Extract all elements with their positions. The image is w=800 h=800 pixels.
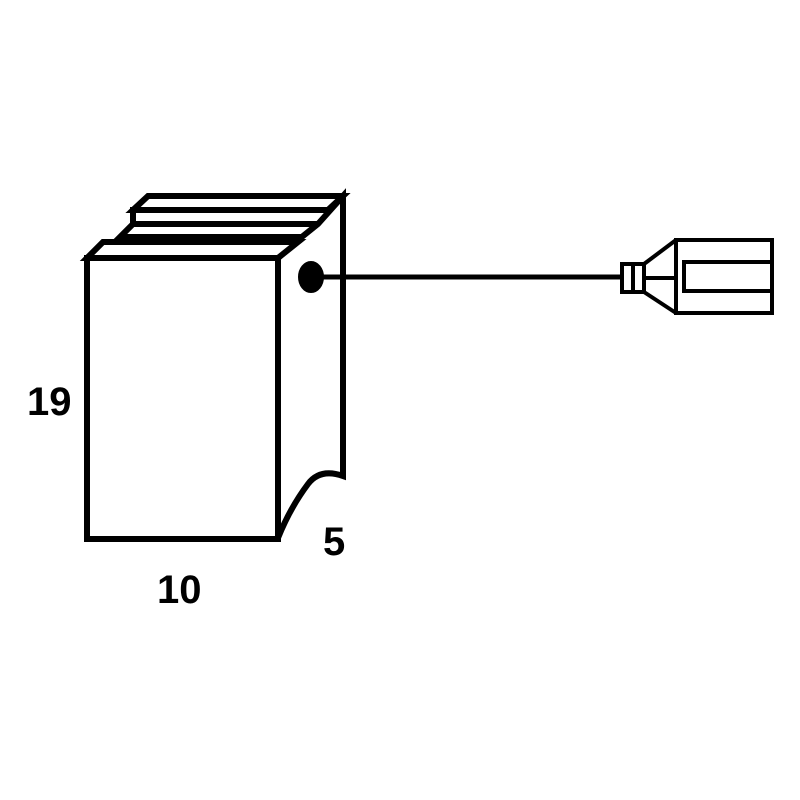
brush-side-face <box>275 188 346 540</box>
terminal-spade-body <box>674 238 774 315</box>
depth-dimension-label: 5 <box>323 520 345 564</box>
brush-front-face <box>84 255 281 542</box>
brush-top-middle-slab <box>112 221 327 240</box>
height-dimension-label: 19 <box>27 380 72 424</box>
carbon-brush-icon <box>79 188 351 542</box>
spade-terminal-icon <box>620 238 774 315</box>
width-dimension-label: 10 <box>157 568 202 612</box>
terminal-spade-fork <box>682 260 772 293</box>
